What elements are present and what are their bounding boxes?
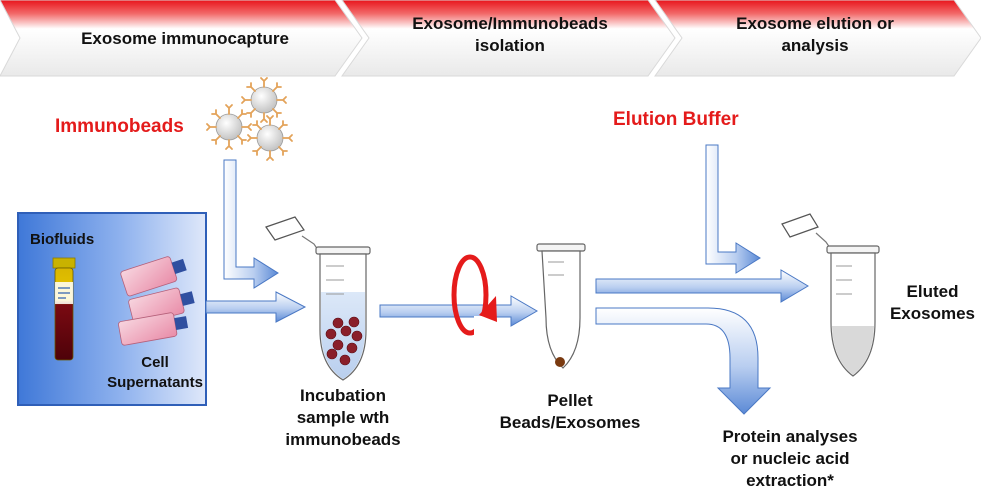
incubation-label: Incubation sample wth immunobeads xyxy=(268,385,418,451)
pellet-line-2: Beads/Exosomes xyxy=(499,413,641,433)
banner-step-2-label: Exosome/Immunobeads isolation xyxy=(370,13,650,57)
cell-supernatants-label: Cell Supernatants xyxy=(100,353,210,392)
banner xyxy=(0,0,981,77)
bead-icon xyxy=(206,77,293,161)
incubation-line-3: immunobeads xyxy=(285,430,401,450)
banner-step-3-line-2: analysis xyxy=(781,36,849,56)
pellet-line-1: Pellet xyxy=(547,391,593,410)
banner-step-2-line-1: Exosome/Immunobeads xyxy=(412,14,608,33)
banner-step-3-line-1: Exosome elution or xyxy=(736,14,894,33)
protein-line-2: or nucleic acid xyxy=(730,449,850,469)
banner-step-2-line-2: isolation xyxy=(475,36,545,56)
incubation-line-1: Incubation xyxy=(300,386,386,405)
flow-arrows xyxy=(205,144,809,415)
banner-step-3 xyxy=(654,0,981,77)
blood-tube-icon xyxy=(52,257,76,361)
arrow-incubation-to-pellet xyxy=(379,295,539,327)
banner-step-1-label: Exosome immunocapture xyxy=(81,29,289,48)
cell-label-line-2: Supernatants xyxy=(107,373,203,391)
banner-step-1 xyxy=(0,0,363,77)
arrow-elution-buffer-down xyxy=(705,144,761,274)
arrow-pellet-to-analyses xyxy=(595,307,772,415)
elution-buffer-label: Elution Buffer xyxy=(613,109,739,130)
tube-incubation xyxy=(265,216,371,381)
microcentrifuge-tube-icon xyxy=(536,243,586,369)
immunobeads-label: Immunobeads xyxy=(55,116,184,137)
eluted-exosomes-label: Eluted Exosomes xyxy=(885,281,980,325)
eluted-line-1: Eluted xyxy=(906,282,959,301)
protein-line-3: extraction* xyxy=(746,471,834,491)
incubation-line-2: sample wth xyxy=(296,408,390,428)
protein-analyses-label: Protein analyses or nucleic acid extract… xyxy=(700,426,880,492)
biofluids-label: Biofluids xyxy=(30,231,95,248)
arrow-pellet-to-eluted xyxy=(595,269,809,303)
protein-line-1: Protein analyses xyxy=(722,427,858,446)
microcentrifuge-tube-icon xyxy=(781,213,880,377)
banner-step-3-label: Exosome elution or analysis xyxy=(675,13,955,57)
cell-culture-flasks-icon xyxy=(118,256,195,346)
banner-step-2 xyxy=(341,0,676,77)
cell-label-line-1: Cell xyxy=(141,354,169,371)
arrow-immunobeads-down xyxy=(223,159,279,289)
pellet-label: Pellet Beads/Exosomes xyxy=(485,390,655,434)
arrow-box-to-incubation xyxy=(205,291,307,323)
tube-pellet xyxy=(536,243,586,369)
eluted-line-2: Exosomes xyxy=(889,304,976,324)
tube-eluted xyxy=(781,213,880,377)
centrifuge-rotation-icon xyxy=(451,254,497,340)
